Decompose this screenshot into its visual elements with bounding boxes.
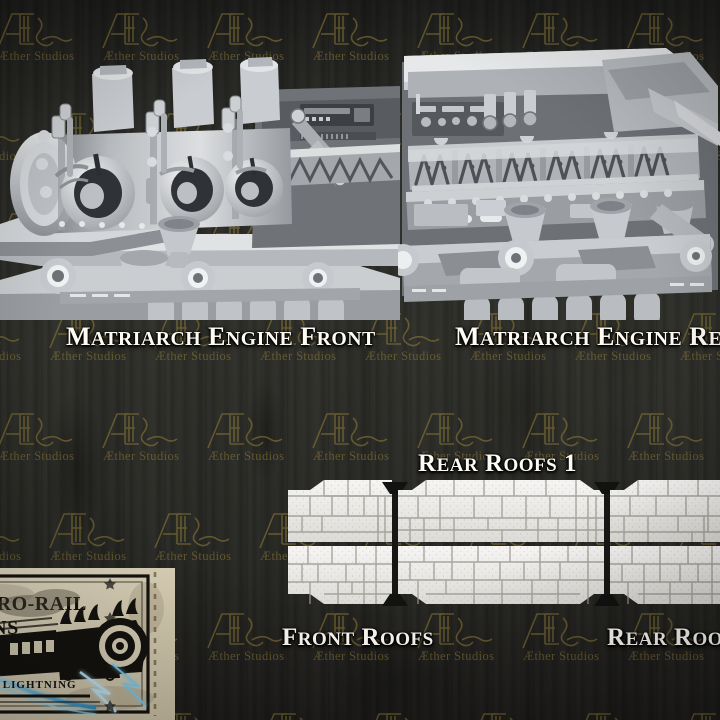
- watermark-aether-studios: Æther Studios: [515, 408, 621, 464]
- watermark-aether-studios: Æther Studios: [252, 708, 358, 720]
- caption-front-roofs: FRONT ROOFS: [282, 624, 434, 651]
- watermark-aether-studios: Æther Studios: [0, 508, 43, 564]
- rear-roofs-1-render: [288, 476, 720, 614]
- caption-matriarch-engine-rear: MATRIARCH ENGINE REAR: [455, 322, 720, 351]
- svg-text:Æther Studios: Æther Studios: [575, 349, 651, 363]
- watermark-aether-studios: Æther Studios: [42, 308, 148, 364]
- matriarch-engine-rear-render: [398, 28, 720, 320]
- caption-matriarch-engine-front: MATRIARCH ENGINE FRONT: [66, 322, 376, 351]
- svg-text:Æther Studios: Æther Studios: [0, 349, 21, 363]
- watermark-aether-studios: Æther Studios: [95, 408, 201, 464]
- electro-rail-ticket: ECTRO-RAIL RAINS: [0, 568, 175, 720]
- watermark-aether-studios: Æther Studios: [200, 408, 306, 464]
- watermark-aether-studios: Æther Studios: [0, 308, 43, 364]
- watermark-aether-studios: Æther Studios: [305, 608, 411, 664]
- watermark-aether-studios: Æther Studios: [567, 308, 673, 364]
- svg-text:Æther Studios: Æther Studios: [0, 449, 74, 463]
- svg-text:Æther Studios: Æther Studios: [523, 449, 599, 463]
- watermark-aether-studios: Æther Studios: [200, 608, 306, 664]
- svg-text:Æther Studios: Æther Studios: [628, 449, 704, 463]
- watermark-aether-studios: Æther Studios: [42, 508, 148, 564]
- watermark-aether-studios: Æther Studios: [620, 608, 720, 664]
- svg-text:Æther Studios: Æther Studios: [50, 549, 126, 563]
- watermark-aether-studios: Æther Studios: [410, 608, 516, 664]
- svg-text:Æther Studios: Æther Studios: [155, 349, 231, 363]
- svg-text:Æther Studios: Æther Studios: [365, 349, 441, 363]
- svg-text:Æther Studios: Æther Studios: [0, 549, 21, 563]
- watermark-aether-studios: Æther Studios: [305, 8, 411, 64]
- svg-text:Æther Studios: Æther Studios: [680, 349, 720, 363]
- caption-rear-roofs-1: REAR ROOFS 1: [418, 450, 577, 477]
- watermark-aether-studios: Æther Studios: [515, 608, 621, 664]
- svg-text:Æther Studios: Æther Studios: [628, 649, 704, 663]
- svg-text:Æther Studios: Æther Studios: [418, 449, 494, 463]
- matriarch-engine-front-render: [0, 28, 400, 320]
- svg-text:Æther Studios: Æther Studios: [470, 349, 546, 363]
- svg-text:ECTRO-RAIL: ECTRO-RAIL: [0, 593, 87, 615]
- svg-text:DE THE LIGHTNING: DE THE LIGHTNING: [0, 679, 77, 691]
- svg-text:Æther Studios: Æther Studios: [50, 349, 126, 363]
- watermark-aether-studios: Æther Studios: [672, 308, 720, 364]
- watermark-aether-studios: Æther Studios: [305, 408, 411, 464]
- svg-text:Æther Studios: Æther Studios: [103, 449, 179, 463]
- svg-text:Æther Studios: Æther Studios: [313, 649, 389, 663]
- watermark-aether-studios: Æther Studios: [147, 508, 253, 564]
- svg-text:Æther Studios: Æther Studios: [313, 49, 389, 63]
- watermark-aether-studios: Æther Studios: [0, 408, 96, 464]
- svg-text:Æther Studios: Æther Studios: [523, 649, 599, 663]
- watermark-aether-studios: Æther Studios: [0, 8, 96, 64]
- caption-rear-roofs: REAR ROOFS: [607, 624, 720, 651]
- svg-text:Æther Studios: Æther Studios: [155, 549, 231, 563]
- svg-text:Æther Studios: Æther Studios: [0, 49, 74, 63]
- svg-text:Æther Studios: Æther Studios: [418, 649, 494, 663]
- watermark-aether-studios: Æther Studios: [672, 708, 720, 720]
- watermark-aether-studios: Æther Studios: [410, 408, 516, 464]
- watermark-aether-studios: Æther Studios: [620, 408, 720, 464]
- svg-text:Æther Studios: Æther Studios: [313, 449, 389, 463]
- svg-text:Æther Studios: Æther Studios: [208, 449, 284, 463]
- watermark-aether-studios: Æther Studios: [567, 708, 673, 720]
- svg-text:Æther Studios: Æther Studios: [103, 49, 179, 63]
- svg-text:Æther Studios: Æther Studios: [208, 649, 284, 663]
- watermark-aether-studios: Æther Studios: [95, 8, 201, 64]
- watermark-aether-studios: Æther Studios: [462, 708, 568, 720]
- svg-text:Æther Studios: Æther Studios: [260, 349, 336, 363]
- watermark-aether-studios: Æther Studios: [357, 708, 463, 720]
